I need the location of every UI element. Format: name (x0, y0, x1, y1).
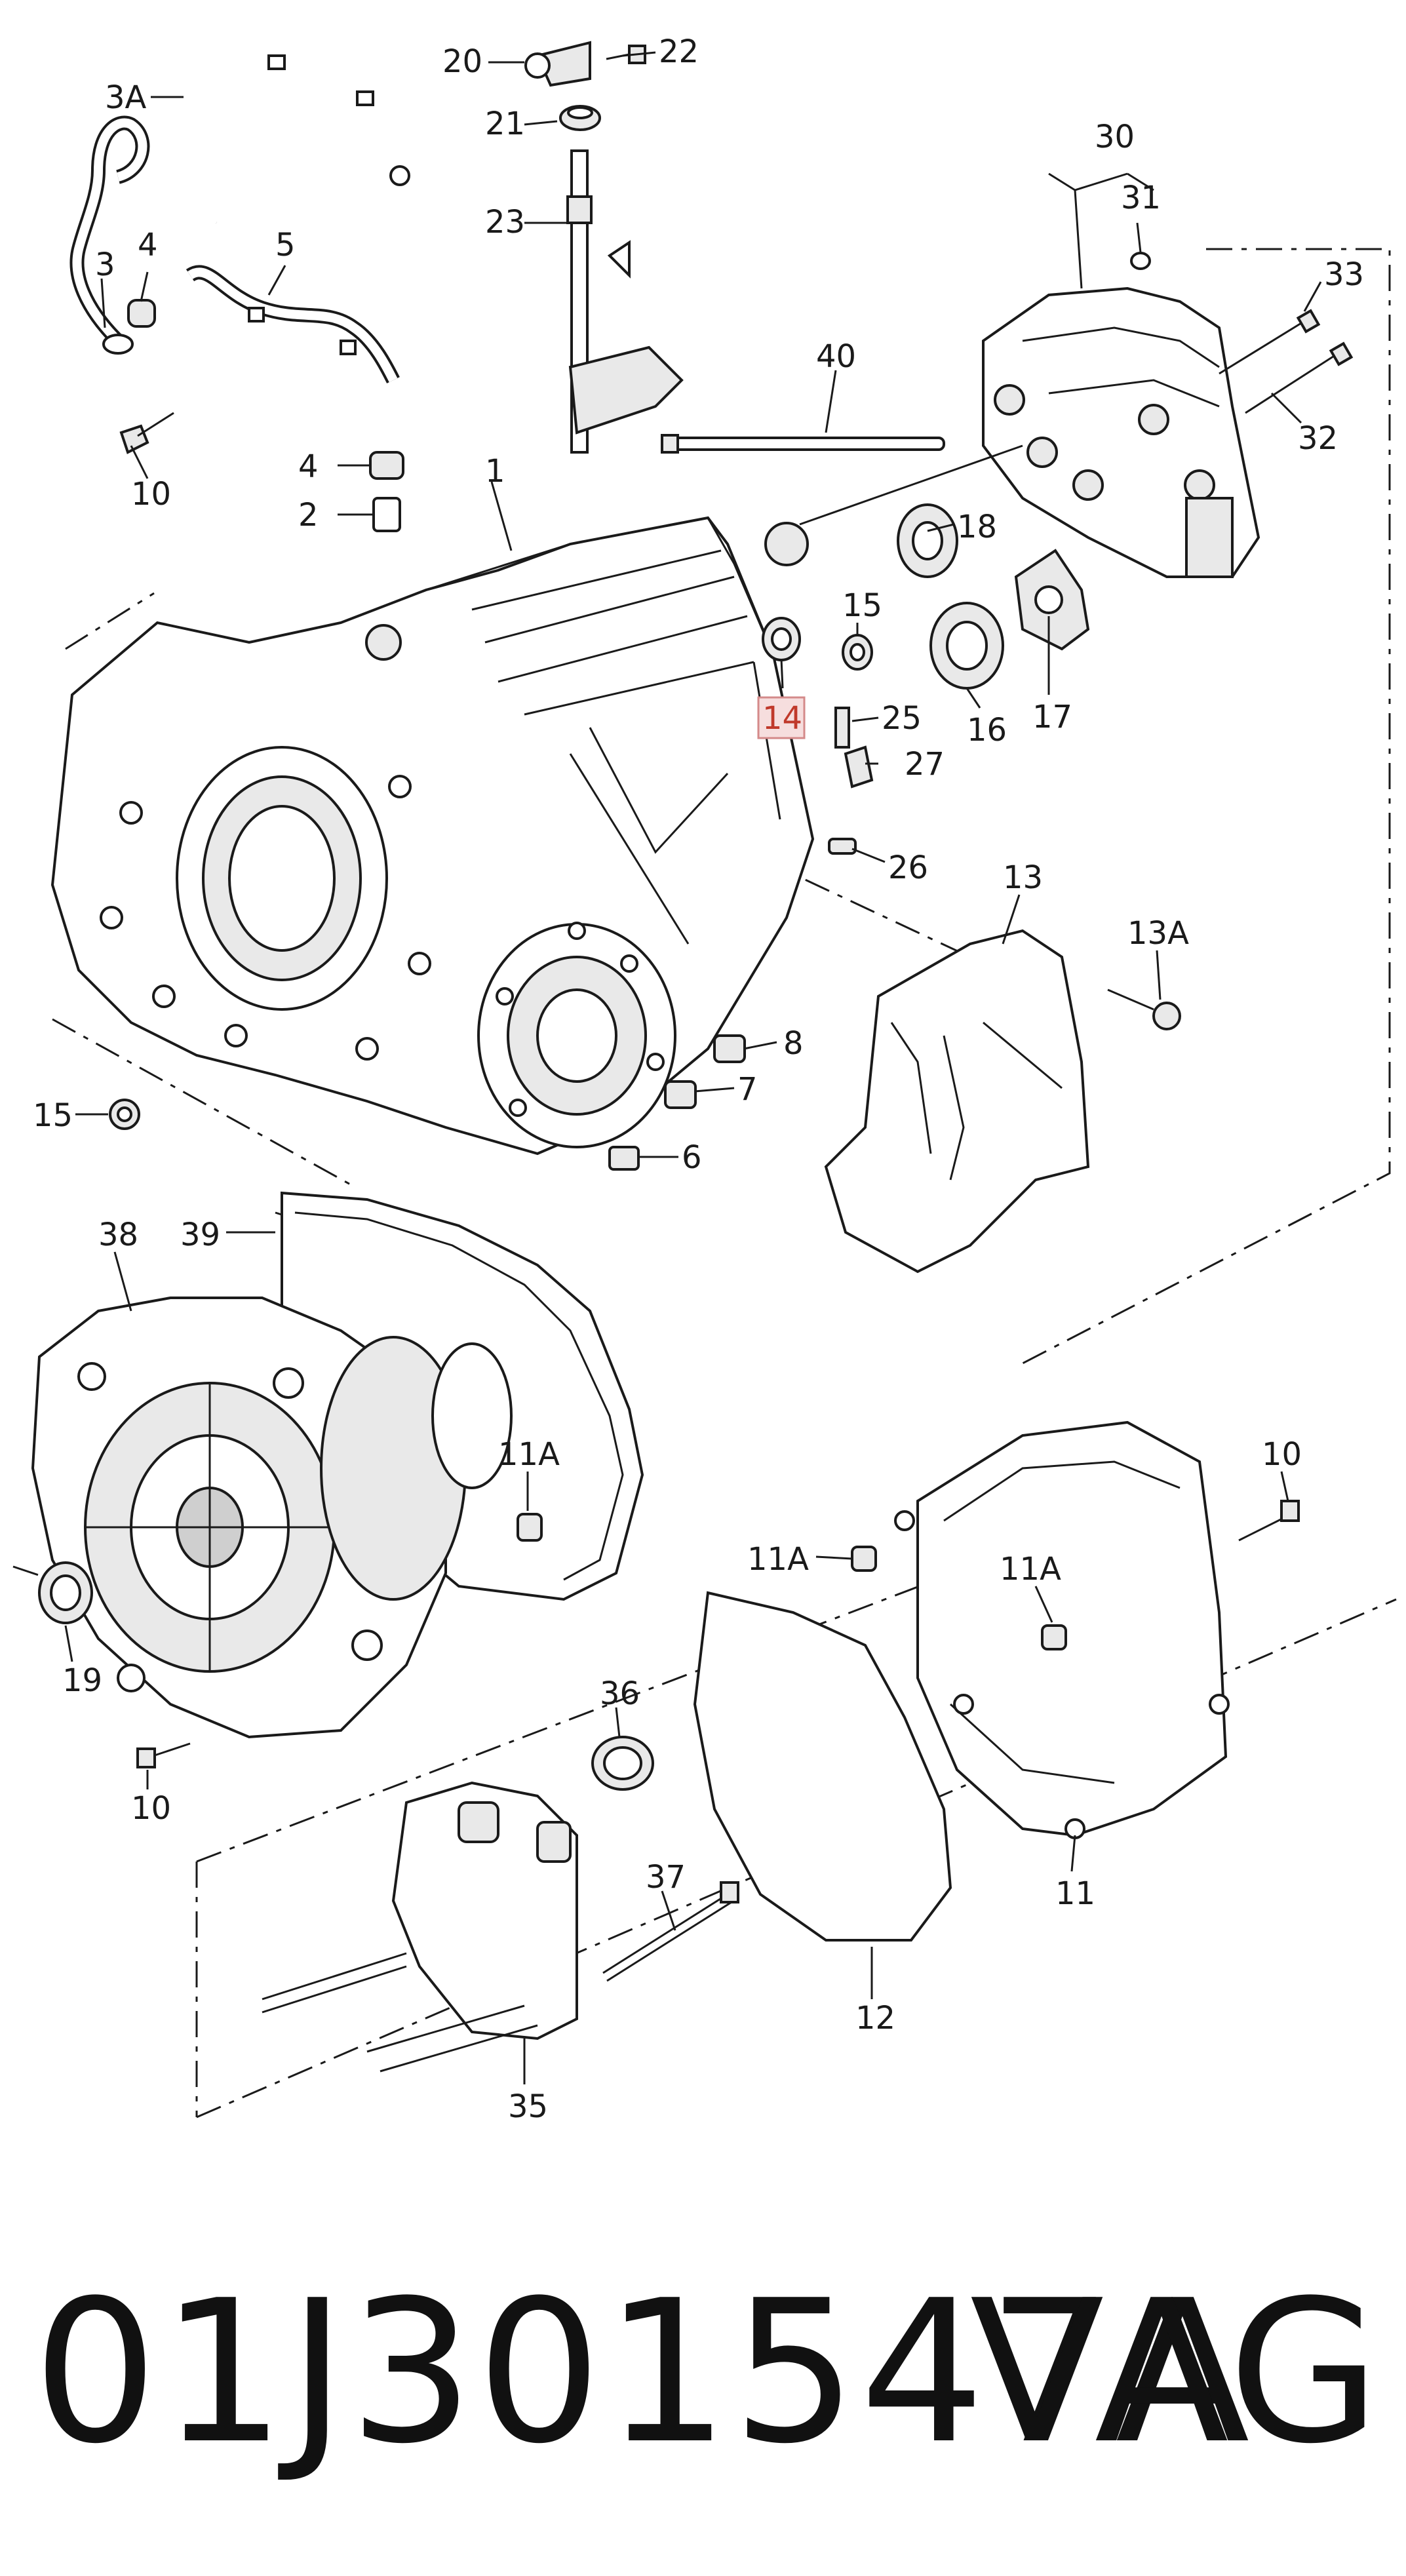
bearing-14[interactable] (762, 617, 801, 661)
callout-25[interactable]: 25 (882, 700, 922, 737)
callout-13[interactable]: 13 (1003, 859, 1043, 896)
callout-labels: 3A 20 22 21 23 3 4 5 10 4 2 1 30 31 33 4… (33, 33, 1364, 2125)
callout-16[interactable]: 16 (967, 712, 1007, 749)
callout-4-lower[interactable]: 4 (298, 448, 319, 485)
callout-36[interactable]: 36 (600, 1675, 640, 1712)
bolt-37[interactable] (602, 1881, 739, 1982)
callout-11a-right[interactable]: 11A (1000, 1551, 1061, 1588)
cover-17[interactable] (1014, 549, 1090, 651)
highlight-box-14 (757, 696, 806, 739)
bolt-10-right[interactable] (1238, 1500, 1300, 1542)
callout-15-upper[interactable]: 15 (842, 587, 882, 624)
callout-3[interactable]: 3 (95, 246, 115, 283)
callout-33[interactable]: 33 (1324, 256, 1364, 293)
callout-5[interactable]: 5 (275, 227, 296, 263)
cap-4[interactable] (127, 299, 156, 328)
hose-5[interactable] (186, 265, 400, 383)
nut-15-lower[interactable] (109, 1099, 140, 1130)
bolt-10-upper[interactable] (119, 412, 174, 454)
gasket-12[interactable] (693, 1591, 952, 1942)
callout-15-lower[interactable]: 15 (33, 1097, 73, 1134)
seal-36[interactable] (591, 1736, 654, 1791)
callout-18[interactable]: 18 (957, 509, 997, 545)
exploded-parts-diagram: 3A 20 22 21 23 3 4 5 10 4 2 1 30 31 33 4… (12, 33, 1397, 2125)
brand-caption: VAG (969, 2258, 1383, 2487)
bolt-13a[interactable] (1107, 988, 1181, 1030)
hose-3[interactable] (69, 115, 150, 355)
bolt-10-middle[interactable] (136, 1742, 191, 1768)
actuator-35[interactable] (262, 1781, 578, 2073)
callout-39[interactable]: 39 (180, 1217, 220, 1253)
spring-26[interactable] (828, 838, 857, 855)
callout-10-middle[interactable]: 10 (131, 1790, 171, 1827)
callout-3a[interactable]: 3A (105, 79, 147, 116)
rod-40[interactable] (661, 434, 945, 454)
rear-cover-11[interactable] (894, 1420, 1230, 1839)
callout-22[interactable]: 22 (659, 33, 699, 70)
bolt-32[interactable] (1245, 342, 1354, 414)
pin-11a-left[interactable] (517, 1513, 543, 1542)
leader-lines (64, 51, 1322, 2084)
plug-8[interactable] (713, 1034, 746, 1063)
callout-20[interactable]: 20 (442, 43, 482, 80)
callout-6[interactable]: 6 (682, 1139, 702, 1176)
callout-13a[interactable]: 13A (1127, 915, 1189, 952)
callout-40[interactable]: 40 (816, 338, 856, 375)
mechatronic-unit-30[interactable] (982, 286, 1260, 578)
callout-14[interactable]: 14 (762, 700, 802, 737)
seal-19[interactable] (38, 1561, 93, 1624)
o-ring-31[interactable] (1130, 252, 1151, 270)
callout-26[interactable]: 26 (888, 849, 928, 886)
bracket-20[interactable] (524, 41, 591, 87)
bolt-33[interactable] (1219, 309, 1321, 375)
gearbox-housing-1[interactable] (50, 516, 815, 1156)
callout-21[interactable]: 21 (485, 106, 525, 142)
callout-23[interactable]: 23 (485, 204, 525, 241)
callout-2[interactable]: 2 (298, 497, 319, 534)
callout-11a-centre[interactable]: 11A (747, 1541, 809, 1578)
callout-19[interactable]: 19 (62, 1662, 102, 1699)
pin-11a-right[interactable] (1041, 1624, 1067, 1650)
part-number-caption: 01J301547A (33, 2258, 1253, 2487)
transfer-case-38[interactable] (31, 1297, 513, 1739)
callout-31[interactable]: 31 (1121, 180, 1161, 216)
bolt-6[interactable] (608, 1146, 640, 1171)
nut-21[interactable] (559, 105, 601, 131)
callout-32[interactable]: 32 (1298, 420, 1338, 457)
callout-10-upper[interactable]: 10 (131, 476, 171, 513)
seal-16[interactable] (929, 602, 1004, 690)
callout-27[interactable]: 27 (905, 746, 945, 783)
callout-37[interactable]: 37 (646, 1859, 686, 1896)
callout-38[interactable]: 38 (98, 1217, 138, 1253)
callout-4-upper[interactable]: 4 (138, 227, 158, 263)
shaft-23[interactable] (566, 149, 684, 454)
callout-7[interactable]: 7 (737, 1071, 758, 1108)
sensor-25[interactable] (834, 707, 850, 749)
callout-1[interactable]: 1 (485, 453, 505, 490)
nut-15-upper[interactable] (842, 634, 873, 671)
clip-27[interactable] (844, 745, 874, 789)
heat-shield-13[interactable] (824, 929, 1090, 1274)
plug-7[interactable] (664, 1080, 697, 1109)
hose-3a[interactable] (167, 45, 429, 227)
bush-2[interactable] (372, 497, 401, 532)
callout-8[interactable]: 8 (783, 1025, 804, 1062)
cap-4-lower[interactable] (369, 451, 404, 480)
gear-shaft-18-assembly[interactable] (764, 444, 1023, 578)
callout-30[interactable]: 30 (1095, 119, 1135, 155)
callout-11a-left[interactable]: 11A (498, 1436, 560, 1473)
callout-10-right[interactable]: 10 (1262, 1436, 1302, 1473)
callout-35[interactable]: 35 (508, 2088, 548, 2125)
callout-17[interactable]: 17 (1032, 699, 1072, 735)
pin-11a-centre[interactable] (851, 1546, 877, 1572)
callout-12[interactable]: 12 (855, 2000, 895, 2037)
callout-11[interactable]: 11 (1055, 1875, 1095, 1912)
